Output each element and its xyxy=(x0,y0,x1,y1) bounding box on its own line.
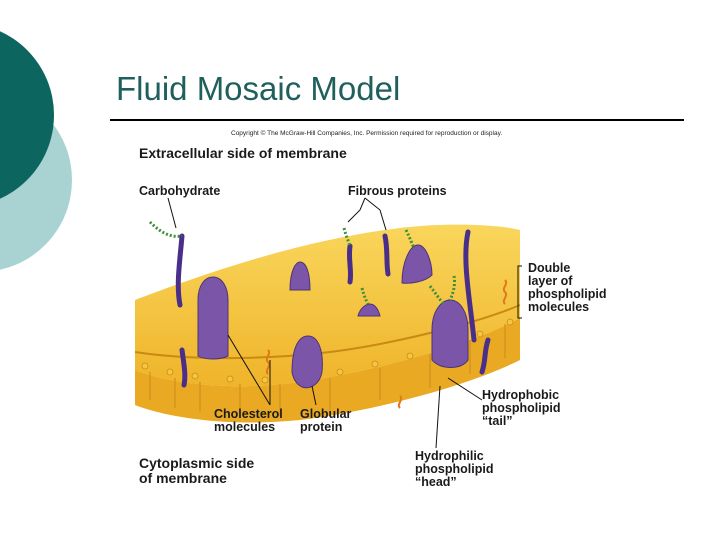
label-globular-protein: Globular protein xyxy=(300,408,351,434)
protein-top-right xyxy=(401,244,433,284)
decorative-circles xyxy=(0,31,72,270)
label-hydrophilic-head: Hydrophilic phospholipid “head” xyxy=(415,450,493,489)
label-cytoplasmic-line1: Cytoplasmic side xyxy=(139,455,255,471)
copyright-notice: Copyright © The McGraw-Hill Companies, I… xyxy=(231,130,503,137)
label-double-layer-line2: layer of xyxy=(528,274,573,288)
label-hydrophilic-line3: “head” xyxy=(415,475,457,489)
label-fibrous-proteins: Fibrous proteins xyxy=(348,184,447,198)
label-cytoplasmic-side: Cytoplasmic side of membrane xyxy=(139,456,254,486)
label-hydrophilic-line2: phospholipid xyxy=(415,462,494,476)
label-globular-line1: Globular xyxy=(300,407,352,421)
dark-teal-circle xyxy=(0,31,54,199)
label-extracellular-side: Extracellular side of membrane xyxy=(139,145,347,161)
label-hydrophobic-tail: Hydrophobic phospholipid “tail” xyxy=(482,389,560,428)
label-hydrophilic-line1: Hydrophilic xyxy=(415,449,484,463)
globular-protein xyxy=(291,335,323,389)
label-globular-line2: protein xyxy=(300,420,343,434)
label-cholesterol-molecules: Cholesterol molecules xyxy=(214,408,283,434)
label-double-layer-line3: phospholipid xyxy=(528,287,607,301)
label-double-layer-line4: molecules xyxy=(528,300,590,314)
membrane-edge-line xyxy=(134,304,521,360)
protein-large-right xyxy=(431,299,469,368)
label-hydrophobic-line2: phospholipid xyxy=(482,401,561,415)
label-carbohydrate: Carbohydrate xyxy=(139,184,221,198)
label-double-layer-line1: Double xyxy=(528,261,571,275)
label-hydrophobic-line1: Hydrophobic xyxy=(482,388,560,402)
label-double-layer: Double layer of phospholipid molecules xyxy=(528,262,606,314)
protein-middle-small xyxy=(289,261,311,291)
label-hydrophobic-line3: “tail” xyxy=(482,414,513,428)
membrane-lower-layer xyxy=(135,318,520,423)
label-cholesterol-line1: Cholesterol xyxy=(214,407,283,421)
label-cytoplasmic-line2: of membrane xyxy=(139,470,227,486)
label-cholesterol-line2: molecules xyxy=(214,420,276,434)
slide-title: Fluid Mosaic Model xyxy=(116,70,401,107)
protein-center xyxy=(357,303,381,317)
protein-left xyxy=(197,276,229,360)
title-rule xyxy=(110,119,684,121)
